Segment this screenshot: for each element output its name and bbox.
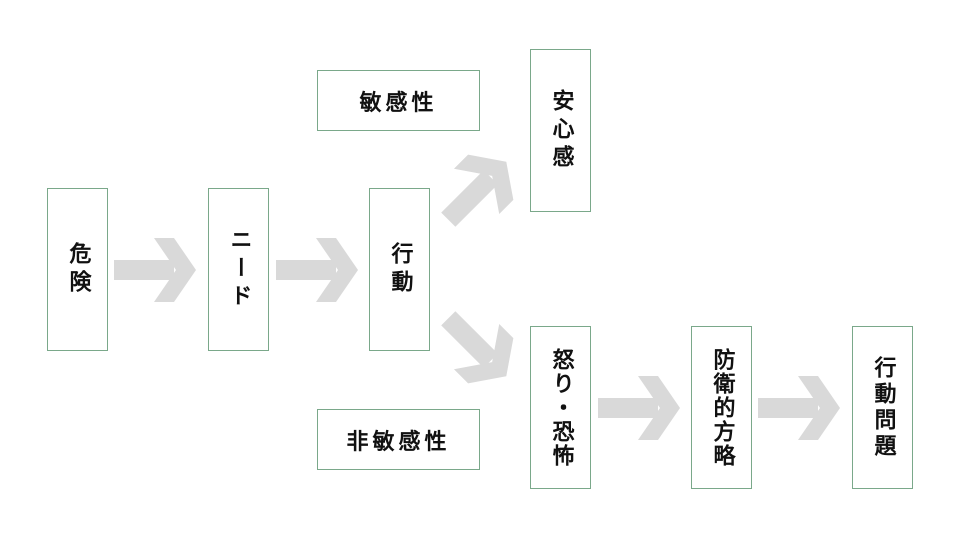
node-anger-fear: 怒り・恐怖 xyxy=(530,326,591,489)
node-defense-strategy-label: 防衛的方略 xyxy=(709,347,735,468)
node-need: ニード xyxy=(208,188,269,351)
node-danger-label: 危険 xyxy=(65,241,91,298)
node-security: 安心感 xyxy=(530,49,591,212)
node-non-sensitive: 非敏感性 xyxy=(317,409,480,470)
node-non-sensitive-label: 非敏感性 xyxy=(346,429,451,455)
node-action-label: 行動 xyxy=(387,241,413,298)
node-sensitive-label: 敏感性 xyxy=(359,90,438,116)
arrow-anger-fear-to-defense xyxy=(598,376,680,440)
node-security-label: 安心感 xyxy=(548,88,574,173)
node-need-label: ニード xyxy=(226,227,252,312)
node-anger-fear-label: 怒り・恐怖 xyxy=(548,347,574,468)
arrow-need-to-action xyxy=(276,238,358,302)
node-sensitive: 敏感性 xyxy=(317,70,480,131)
node-behavior-problem-label: 行動問題 xyxy=(870,355,896,460)
node-action: 行動 xyxy=(369,188,430,351)
arrow-danger-to-need xyxy=(114,238,196,302)
arrow-defense-to-behavior xyxy=(758,376,840,440)
arrow-action-to-anger-fear xyxy=(425,295,529,399)
arrow-action-to-security xyxy=(425,139,529,243)
node-defense-strategy: 防衛的方略 xyxy=(691,326,752,489)
node-behavior-problem: 行動問題 xyxy=(852,326,913,489)
node-danger: 危険 xyxy=(47,188,108,351)
